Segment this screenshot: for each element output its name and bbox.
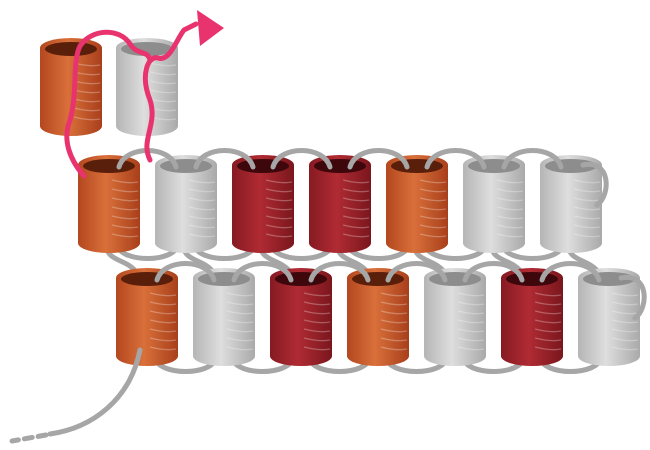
top-loop-arc — [347, 148, 410, 170]
helix-cylinder-icon — [232, 155, 294, 253]
top-loop-arc — [193, 148, 256, 170]
helix-cylinder-icon — [386, 155, 448, 253]
helix-cylinder-icon — [193, 268, 255, 366]
helix-cylinder-icon — [270, 268, 332, 366]
top-loop-arc — [308, 261, 371, 283]
helix-cylinder-icon — [309, 155, 371, 253]
arrow-head-icon — [197, 10, 224, 46]
top-loop-arc — [501, 148, 564, 170]
tail-dashes — [9, 432, 49, 444]
highlight-path-curl — [64, 29, 153, 179]
helix-cylinder-icon — [155, 155, 217, 253]
helix-cylinder-icon — [424, 268, 486, 366]
top-loop-arc — [385, 261, 448, 283]
top-loop-arc — [539, 261, 602, 283]
helix-cylinder-icon — [116, 268, 178, 366]
end-loop-arc — [580, 161, 609, 208]
top-loop-arc — [424, 148, 487, 170]
top-loop-arc — [270, 148, 333, 170]
terminal-tail — [9, 347, 143, 444]
helix-cylinders — [40, 38, 640, 366]
top-loop-arc — [154, 261, 217, 283]
end-loop-arc — [618, 274, 647, 321]
helix-cylinder-icon — [501, 268, 563, 366]
tail-solid — [47, 347, 143, 437]
helix-cylinder-icon — [578, 268, 640, 366]
helix-cylinder-icon — [78, 155, 140, 253]
highlight-path-loop — [143, 21, 199, 163]
helix-cylinder-icon — [347, 268, 409, 366]
top-loop-arc — [462, 261, 525, 283]
helix-cylinder-icon — [463, 155, 525, 253]
top-loop-arc — [231, 261, 294, 283]
highlight-path — [64, 21, 199, 179]
helix-cylinder-icon — [540, 155, 602, 253]
